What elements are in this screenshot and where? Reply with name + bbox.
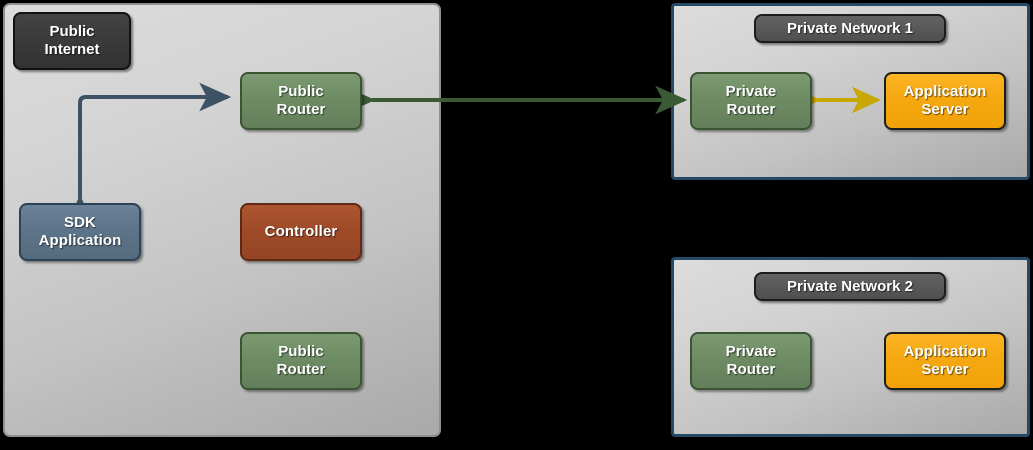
node-public-router-bottom[interactable]: Public Router xyxy=(240,332,362,390)
private-network-2-label: Private Network 2 xyxy=(754,272,946,301)
private-network-1-label-text: Private Network 1 xyxy=(787,19,913,37)
node-application-server-2[interactable]: Application Server xyxy=(884,332,1006,390)
private-network-2-label-text: Private Network 2 xyxy=(787,277,913,295)
node-private-router-2[interactable]: Private Router xyxy=(690,332,812,390)
node-sdk-application-label: SDK Application xyxy=(38,214,122,249)
private-network-1-label: Private Network 1 xyxy=(754,14,946,43)
node-private-router-1-label: Private Router xyxy=(725,83,777,118)
node-application-server-1-label: Application Server xyxy=(903,83,987,118)
node-application-server-2-label: Application Server xyxy=(903,343,987,378)
node-private-router-2-label: Private Router xyxy=(725,343,777,378)
node-public-router-bottom-label: Public Router xyxy=(276,343,326,378)
node-controller-label: Controller xyxy=(264,223,338,240)
public-internet-label-text: Public Internet xyxy=(44,23,100,58)
public-internet-label: Public Internet xyxy=(13,12,131,70)
node-controller[interactable]: Controller xyxy=(240,203,362,261)
node-application-server-1[interactable]: Application Server xyxy=(884,72,1006,130)
node-public-router-top-label: Public Router xyxy=(276,83,326,118)
node-sdk-application[interactable]: SDK Application xyxy=(19,203,141,261)
node-public-router-top[interactable]: Public Router xyxy=(240,72,362,130)
node-private-router-1[interactable]: Private Router xyxy=(690,72,812,130)
